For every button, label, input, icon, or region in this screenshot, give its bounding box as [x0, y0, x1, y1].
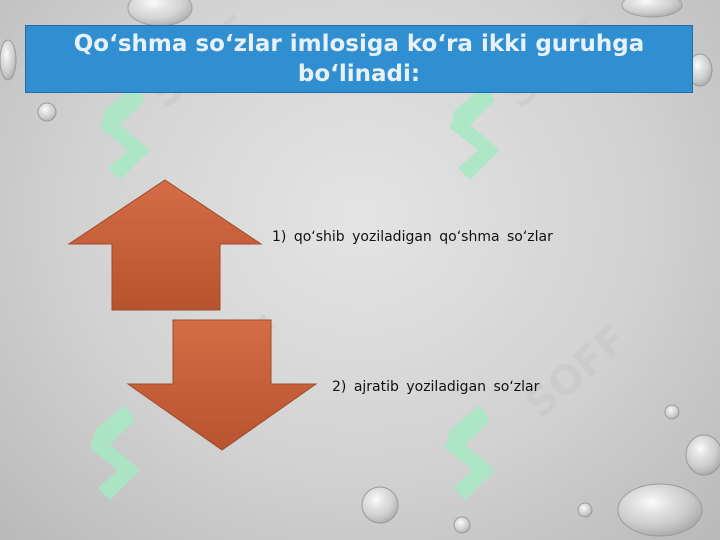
down-arrow-shape: [126, 319, 318, 451]
list-item-number: 2): [332, 379, 347, 395]
list-item-number: 1): [272, 229, 287, 245]
water-drop: [664, 404, 680, 420]
water-drop: [0, 39, 17, 81]
water-drop: [37, 102, 57, 122]
slide-title: Qo‘shma so‘zlar imlosiga ko‘ra ikki guru…: [73, 31, 645, 87]
water-drop: [685, 434, 720, 476]
list-item-1: 1) qo‘shib yoziladigan qo‘shma so‘zlar: [272, 228, 557, 246]
water-drop: [361, 486, 399, 524]
list-item-text: ajratib yoziladigan so‘zlar: [353, 379, 540, 395]
title-bar: Qo‘shma so‘zlar imlosiga ko‘ra ikki guru…: [25, 25, 693, 93]
soff-watermark-logo: [90, 85, 500, 500]
water-drop: [617, 483, 703, 537]
water-drop: [621, 0, 683, 18]
water-drop: [577, 502, 593, 518]
up-arrow-shape: [67, 179, 263, 311]
list-item-text: qo‘shib yoziladigan qo‘shma so‘zlar: [293, 229, 553, 245]
list-item-2: 2) ajratib yoziladigan so‘zlar: [332, 378, 612, 396]
watermark-text: SOFF: [517, 317, 637, 428]
water-drop: [453, 516, 471, 534]
